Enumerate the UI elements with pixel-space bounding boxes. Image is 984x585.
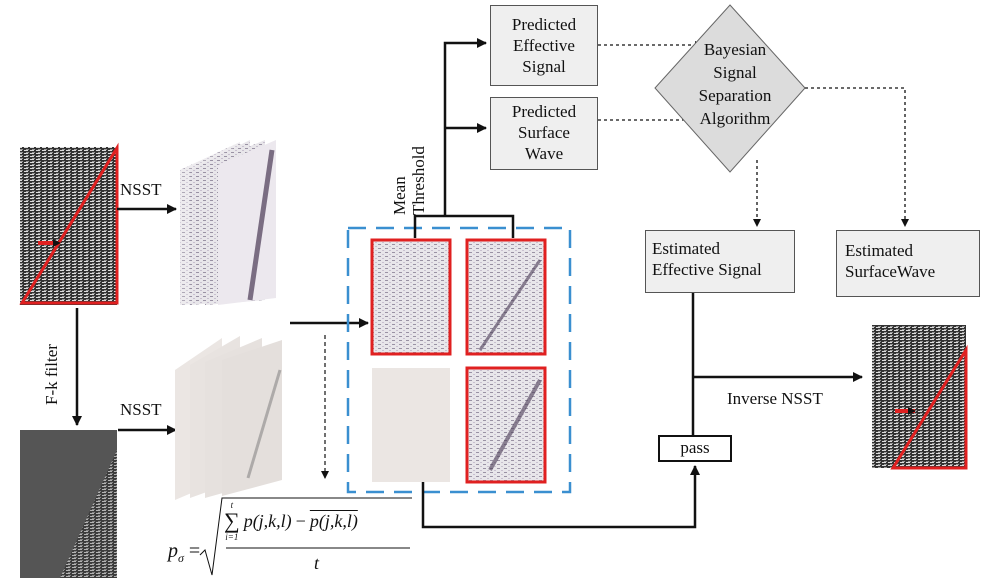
box-line: Estimated [652,239,720,258]
bayesian-diamond [654,4,806,173]
nsst-coefficients-stack-top [180,140,276,305]
formula-radical [199,497,412,576]
subband-image-2 [465,238,547,356]
bayesian-algorithm-label: Bayesian Signal Separation Algorithm [680,38,790,130]
estimated-surface-wave-box: Estimated SurfaceWave [836,230,980,297]
formula-sum: t ∑ i=1 [224,500,240,542]
mean-label: Mean [390,176,409,215]
threshold-label: Threshold [409,146,428,215]
box-line: Predicted [511,102,577,121]
fk-filter-label: F-k filter [42,344,61,405]
pass-box: pass [658,435,732,462]
threshold-bracket [413,214,515,238]
red-triangle-outline [19,142,119,305]
nsst-coefficients-stack-bottom [175,336,282,500]
formula-lhs: pσ = [168,540,201,565]
box-line: Wave [524,144,564,163]
box-line: Separation [698,86,772,105]
box-line: Estimated [845,241,913,260]
box-line: SurfaceWave [845,262,936,281]
formula-minus: − [295,511,306,531]
box-line: Algorithm [699,109,771,128]
formula-mean-term: p(j,k,l) [309,511,358,531]
inverse-nsst-label: Inverse NSST [727,389,823,408]
formula-lhs-sub: σ [178,551,184,565]
box-line: Surface [518,123,570,142]
nsst-label-top: NSST [120,180,162,199]
formula-sum-upper: t [230,500,234,510]
box-line: Predicted [511,15,577,34]
estimated-effective-signal-box: Estimated Effective Signal [645,230,795,293]
predicted-effective-signal-box: Predicted Effective Signal [490,5,598,86]
box-line: Effective Signal [652,260,762,279]
threshold-dashed-box [346,226,572,494]
formula-denominator: t [314,553,320,573]
output-seismic-image [872,325,966,468]
formula-sum-lower: i=1 [225,532,239,542]
formula-lhs-p: p [168,540,178,562]
predicted-surface-wave-box: Predicted Surface Wave [490,97,598,170]
nsst-label-bottom: NSST [120,400,162,419]
box-line: Bayesian [703,40,767,59]
std-formula: pσ = t ∑ i=1 p(j,k,l) − p(j,k,l) t [168,498,413,578]
subband-image-4 [465,366,547,484]
subband-image-1 [370,238,452,356]
box-line: Signal [713,63,757,82]
box-line: Effective [513,36,575,55]
subband-image-3 [372,368,450,482]
formula-sum-sign: ∑ [224,508,240,533]
formula-term: p(j,k,l) [243,511,292,531]
formula-numerator: t ∑ i=1 p(j,k,l) − p(j,k,l) [224,500,358,542]
box-line: Signal [522,57,566,76]
